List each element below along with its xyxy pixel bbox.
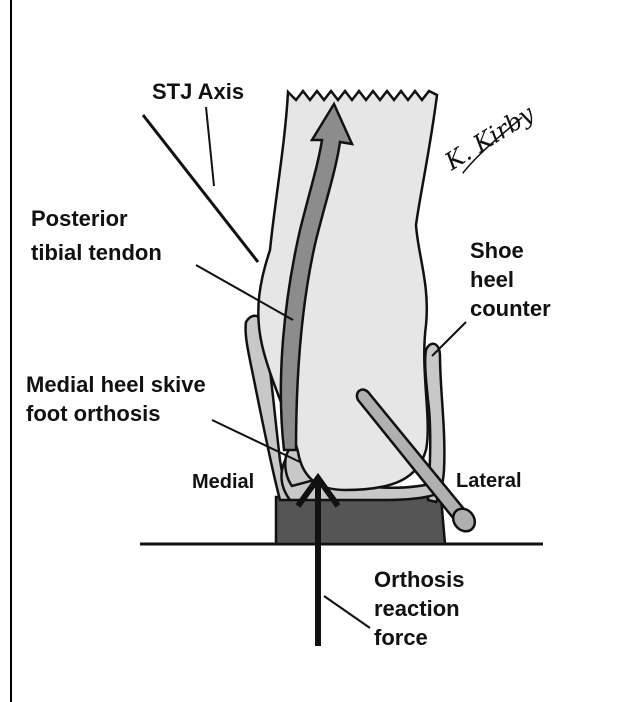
label-shoe-heel-counter-line2: heel bbox=[470, 267, 514, 292]
signature: K. Kirby bbox=[439, 99, 540, 178]
label-shoe-heel-counter-line3: counter bbox=[470, 296, 551, 321]
signature-text: K. Kirby bbox=[439, 99, 539, 176]
label-medial: Medial bbox=[192, 471, 254, 493]
label-medial-heel-skive-line1: Medial heel skive bbox=[26, 372, 206, 397]
label-posterior-tibial-tendon-line2: tibial tendon bbox=[31, 240, 162, 265]
label-medial-heel-skive-line2: foot orthosis bbox=[26, 401, 160, 426]
label-reaction-force-line2: reaction bbox=[374, 596, 460, 621]
label-lateral: Lateral bbox=[456, 470, 522, 492]
label-reaction-force-line3: force bbox=[374, 625, 428, 650]
leader-shoe-heel-counter bbox=[432, 322, 466, 356]
leader-reaction-force bbox=[324, 596, 370, 628]
label-reaction-force-line1: Orthosis bbox=[374, 567, 464, 592]
leader-stj-axis bbox=[206, 107, 214, 186]
label-stj-axis: STJ Axis bbox=[152, 79, 244, 104]
label-shoe-heel-counter-line1: Shoe bbox=[470, 238, 524, 263]
label-posterior-tibial-tendon-line1: Posterior bbox=[31, 206, 128, 231]
